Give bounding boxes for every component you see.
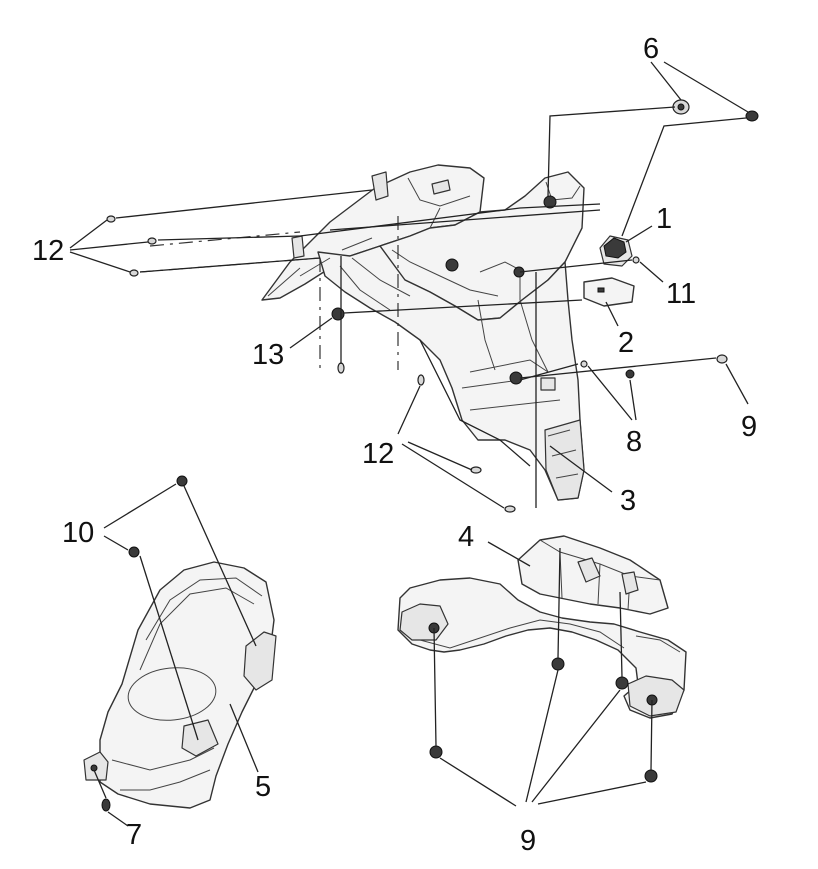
callout-11: 11 xyxy=(666,278,696,310)
callout-8: 8 xyxy=(626,426,642,458)
callout-labels: 1 2 3 4 5 6 7 8 9 9 10 11 12 12 13 xyxy=(32,33,757,857)
callout-10: 10 xyxy=(62,517,94,549)
part-7-screw xyxy=(101,798,111,812)
part-13-nut xyxy=(331,307,345,321)
callout-1: 1 xyxy=(656,203,672,235)
part-9-fasteners xyxy=(429,354,728,783)
callout-5: 5 xyxy=(255,771,271,803)
part-11-screw xyxy=(632,256,640,264)
part-12-fasteners xyxy=(106,215,516,513)
part-3-rear-inner-fender xyxy=(261,164,585,501)
part-1-bracket xyxy=(599,235,633,267)
callout-4: 4 xyxy=(458,521,474,553)
callout-7: 7 xyxy=(126,819,142,851)
part-4-carrier-bracket xyxy=(397,535,687,719)
part-6-fasteners xyxy=(672,99,759,122)
part-5-rear-mudguard xyxy=(83,561,277,809)
callout-9-bottom: 9 xyxy=(520,825,536,857)
part-2-reflector-plate xyxy=(583,277,635,307)
callout-9-right: 9 xyxy=(741,411,757,443)
part-8-fasteners xyxy=(580,360,635,379)
part-10-nuts xyxy=(128,475,188,558)
callout-12-lower: 12 xyxy=(362,438,394,470)
leader-lines xyxy=(69,61,749,827)
callout-2: 2 xyxy=(618,327,634,359)
callout-6: 6 xyxy=(643,33,659,65)
callout-12-left: 12 xyxy=(32,235,64,267)
callout-13: 13 xyxy=(252,339,284,371)
callout-3: 3 xyxy=(620,485,636,517)
